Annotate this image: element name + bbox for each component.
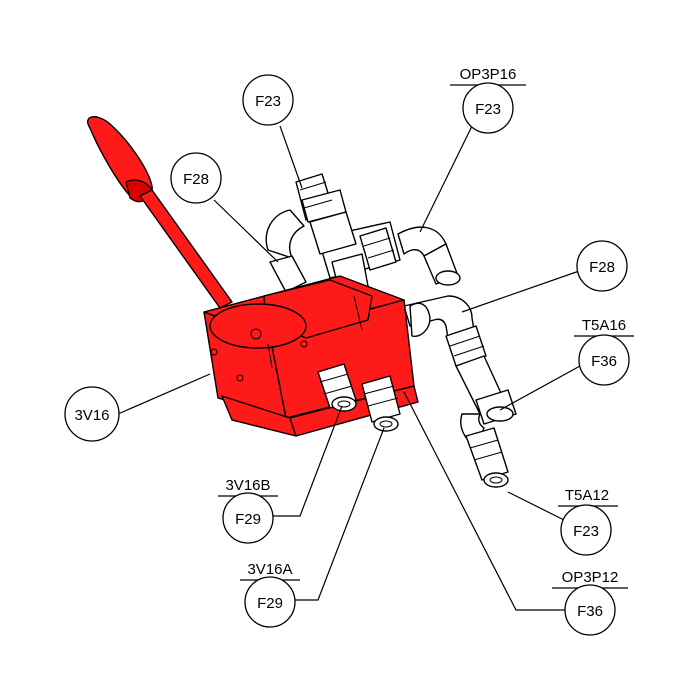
- upper-fitting-assembly: [265, 173, 461, 301]
- part-number: OP3P12: [562, 569, 619, 586]
- leader-c9: [290, 427, 385, 601]
- callout-label: F23: [255, 93, 281, 110]
- callout-c8[interactable]: 3V16B F29: [218, 477, 278, 544]
- part-number: T5A12: [565, 487, 609, 504]
- right-fitting-assembly: [403, 295, 517, 488]
- callout-label: F36: [577, 603, 603, 620]
- leader-c8: [272, 405, 343, 517]
- leader-c2: [419, 121, 475, 233]
- callout-c5[interactable]: T5A16 F36: [574, 317, 634, 386]
- leader-c1: [279, 125, 303, 189]
- callout-label: F28: [589, 259, 615, 276]
- callout-c10[interactable]: OP3P12 F36: [552, 569, 628, 636]
- part-number: T5A16: [582, 317, 626, 334]
- leader-c3: [213, 199, 279, 263]
- leader-c5: [499, 365, 581, 411]
- part-number: 3V16B: [225, 477, 270, 494]
- callout-label: F23: [475, 101, 501, 118]
- callout-c6[interactable]: 3V16: [64, 386, 120, 442]
- callout-label: F29: [257, 595, 283, 612]
- part-number: OP3P16: [460, 66, 517, 83]
- callout-label: F28: [183, 171, 209, 188]
- callout-label: 3V16: [74, 407, 109, 424]
- leader-c7: [507, 491, 569, 523]
- callout-c9[interactable]: 3V16A F29: [240, 561, 300, 628]
- callout-c4[interactable]: F28: [576, 240, 628, 292]
- leader-c4: [461, 269, 583, 313]
- callout-c2[interactable]: OP3P16 F23: [450, 66, 526, 134]
- leader-lines: [117, 121, 583, 611]
- callout-c1[interactable]: F23: [242, 74, 294, 126]
- callout-label: F29: [235, 511, 261, 528]
- callout-c3[interactable]: F28: [170, 152, 222, 204]
- front-port-fittings: [317, 363, 401, 432]
- leader-c6: [117, 373, 211, 415]
- part-number: 3V16A: [247, 561, 292, 578]
- leader-c10: [403, 391, 570, 611]
- callout-c7[interactable]: T5A12 F23: [558, 487, 618, 556]
- callout-label: F23: [573, 523, 599, 540]
- callout-label: F36: [591, 353, 617, 370]
